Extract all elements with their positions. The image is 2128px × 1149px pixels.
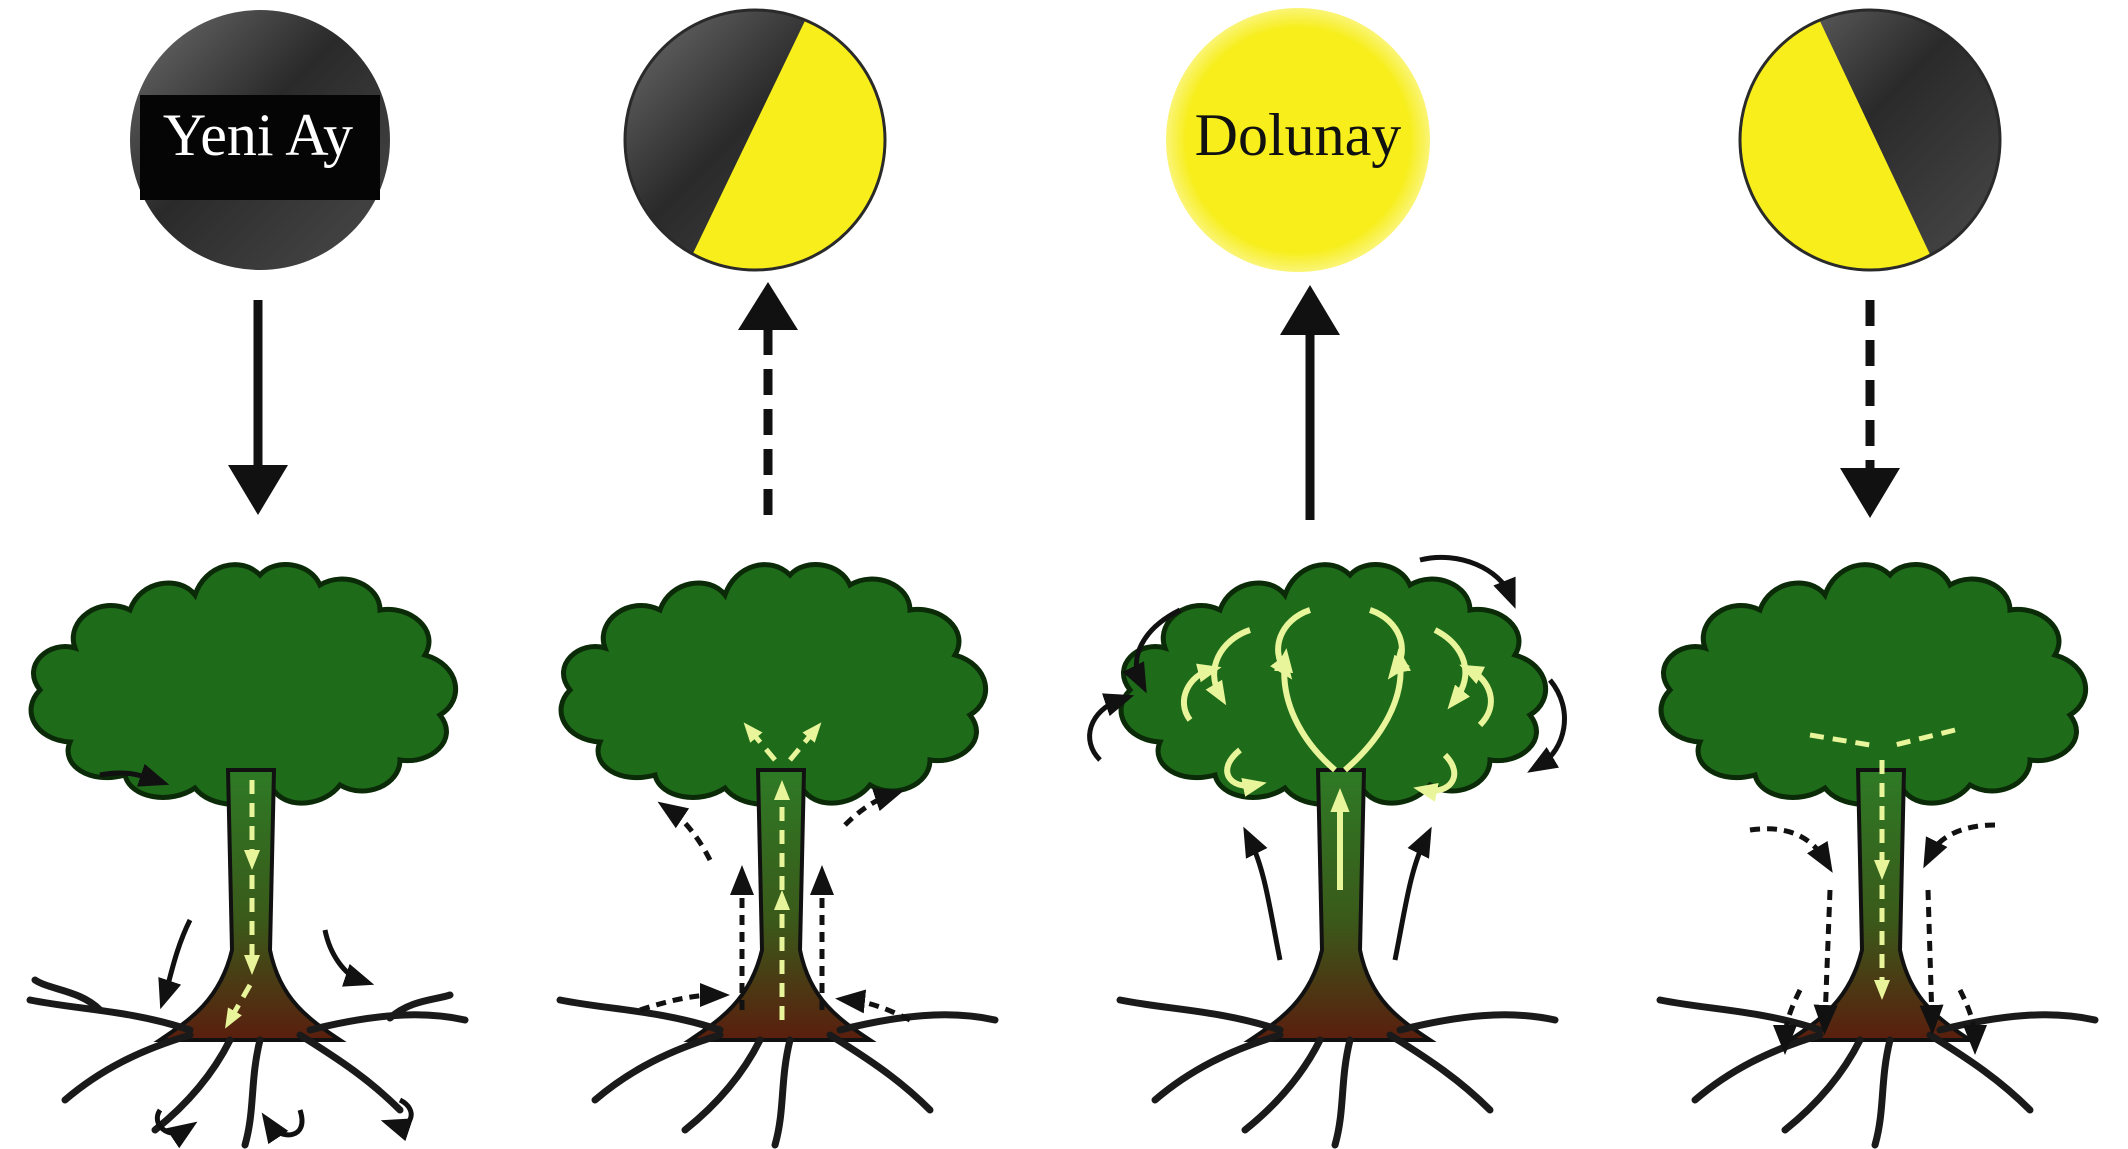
dashed-arrow-up (738, 282, 798, 515)
tree-first-quarter (560, 565, 995, 1145)
phase-panel-first-quarter (560, 0, 995, 1145)
tree-new-moon (30, 565, 465, 1145)
tree-last-quarter (1660, 565, 2095, 1145)
phase-panel-full-moon: Dolunay (1090, 8, 1565, 1145)
phase-panel-last-quarter (1660, 0, 2095, 1145)
solid-arrow-up (1280, 285, 1340, 520)
moon-first-quarter (625, 0, 900, 300)
tree-full-moon (1090, 557, 1565, 1145)
moon-last-quarter (1720, 0, 2000, 300)
dashed-arrow-down (1840, 300, 1900, 518)
moon-new: Yeni Ay (130, 10, 390, 270)
moon-label-yeni-ay: Yeni Ay (163, 102, 353, 168)
moon-full: Dolunay (1166, 8, 1430, 272)
moon-label-dolunay: Dolunay (1195, 102, 1402, 168)
phase-panel-new-moon: Yeni Ay (30, 10, 465, 1145)
solid-arrow-down (228, 300, 288, 515)
